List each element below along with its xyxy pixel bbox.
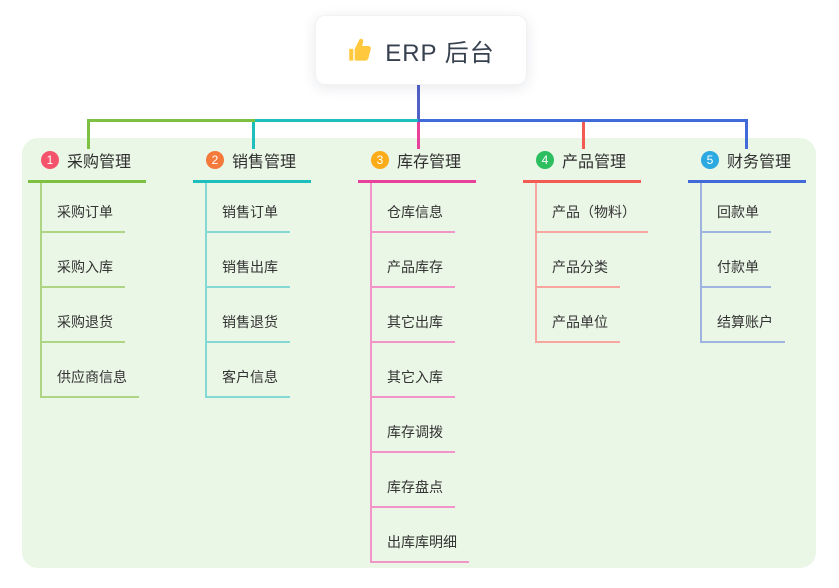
tree-item-label: 采购订单 (42, 202, 125, 233)
drop-connector-product (582, 122, 585, 149)
tree-item[interactable]: 销售退货 (207, 288, 343, 343)
tree-item-label: 仓库信息 (372, 202, 455, 233)
tree-item[interactable]: 产品（物料） (537, 183, 673, 233)
branch-inventory-node[interactable]: 3 库存管理 (358, 148, 476, 183)
branch-purchase-items: 采购订单 采购入库 采购退货 供应商信息 (40, 183, 178, 398)
branch-index-badge: 1 (41, 151, 59, 169)
tree-item-label: 采购入库 (42, 257, 125, 288)
bus-segment-finance (418, 119, 748, 122)
branch-finance-node[interactable]: 5 财务管理 (688, 148, 806, 183)
branch-finance: 5 财务管理 回款单 付款单 结算账户 (688, 148, 838, 343)
tree-item-label: 客户信息 (207, 367, 290, 398)
branch-sales: 2 销售管理 销售订单 销售出库 销售退货 客户信息 (193, 148, 343, 398)
branch-sales-items: 销售订单 销售出库 销售退货 客户信息 (205, 183, 343, 398)
tree-item[interactable]: 销售订单 (207, 183, 343, 233)
tree-item[interactable]: 采购入库 (42, 233, 178, 288)
branch-index-badge: 5 (701, 151, 719, 169)
tree-item[interactable]: 付款单 (702, 233, 838, 288)
thumbs-up-icon (347, 37, 374, 64)
tree-item-label: 产品分类 (537, 257, 620, 288)
tree-item[interactable]: 产品单位 (537, 288, 673, 343)
branch-label: 采购管理 (67, 154, 132, 171)
tree-item-label: 其它出库 (372, 312, 455, 343)
drop-connector-inventory (417, 122, 420, 149)
tree-item-label: 产品单位 (537, 312, 620, 343)
tree-item[interactable]: 其它出库 (372, 288, 508, 343)
branch-purchase: 1 采购管理 采购订单 采购入库 采购退货 供应商信息 (28, 148, 178, 398)
branch-product: 4 产品管理 产品（物料） 产品分类 产品单位 (523, 148, 673, 343)
tree-item-label: 销售出库 (207, 257, 290, 288)
tree-item-label: 结算账户 (702, 312, 785, 343)
tree-item-label: 库存盘点 (372, 477, 455, 508)
tree-item-label: 采购退货 (42, 312, 125, 343)
root-node-label: ERP 后台 (385, 39, 495, 67)
branch-finance-items: 回款单 付款单 结算账户 (700, 183, 838, 343)
bus-segment-purchase (87, 119, 255, 122)
branch-index-badge: 3 (371, 151, 389, 169)
drop-connector-sales (252, 122, 255, 149)
tree-item[interactable]: 采购订单 (42, 183, 178, 233)
tree-item[interactable]: 结算账户 (702, 288, 838, 343)
tree-item[interactable]: 客户信息 (207, 343, 343, 398)
trunk-connector (417, 83, 420, 122)
branch-label: 财务管理 (727, 154, 792, 171)
tree-item[interactable]: 其它入库 (372, 343, 508, 398)
tree-item-label: 产品（物料） (537, 202, 648, 233)
branch-product-node[interactable]: 4 产品管理 (523, 148, 641, 183)
tree-item[interactable]: 供应商信息 (42, 343, 178, 398)
branch-label: 产品管理 (562, 154, 627, 171)
branch-sales-node[interactable]: 2 销售管理 (193, 148, 311, 183)
tree-item-label: 产品库存 (372, 257, 455, 288)
tree-item-label: 销售订单 (207, 202, 290, 233)
tree-item[interactable]: 产品库存 (372, 233, 508, 288)
branch-purchase-node[interactable]: 1 采购管理 (28, 148, 146, 183)
drop-connector-finance (745, 122, 748, 149)
branch-inventory-items: 仓库信息 产品库存 其它出库 其它入库 库存调拨 库存盘点 出库库明细 (370, 183, 508, 563)
tree-item-label: 回款单 (702, 202, 771, 233)
branch-index-badge: 4 (536, 151, 554, 169)
tree-item-label: 其它入库 (372, 367, 455, 398)
tree-item[interactable]: 销售出库 (207, 233, 343, 288)
branch-label: 销售管理 (232, 154, 297, 171)
branches-panel (22, 138, 816, 568)
branch-inventory: 3 库存管理 仓库信息 产品库存 其它出库 其它入库 库存调拨 库存盘点 出库库… (358, 148, 508, 563)
tree-item[interactable]: 回款单 (702, 183, 838, 233)
tree-item-label: 出库库明细 (372, 532, 469, 563)
branch-label: 库存管理 (397, 154, 462, 171)
tree-item[interactable]: 库存调拨 (372, 398, 508, 453)
tree-item[interactable]: 采购退货 (42, 288, 178, 343)
tree-item[interactable]: 库存盘点 (372, 453, 508, 508)
tree-item[interactable]: 出库库明细 (372, 508, 508, 563)
drop-connector-purchase (87, 122, 90, 149)
tree-item-label: 库存调拨 (372, 422, 455, 453)
tree-item-label: 付款单 (702, 257, 771, 288)
tree-item-label: 销售退货 (207, 312, 290, 343)
root-node[interactable]: ERP 后台 (315, 15, 527, 85)
bus-segment-sales (255, 119, 418, 122)
tree-item[interactable]: 产品分类 (537, 233, 673, 288)
branch-product-items: 产品（物料） 产品分类 产品单位 (535, 183, 673, 343)
tree-item[interactable]: 仓库信息 (372, 183, 508, 233)
tree-item-label: 供应商信息 (42, 367, 139, 398)
branch-index-badge: 2 (206, 151, 224, 169)
